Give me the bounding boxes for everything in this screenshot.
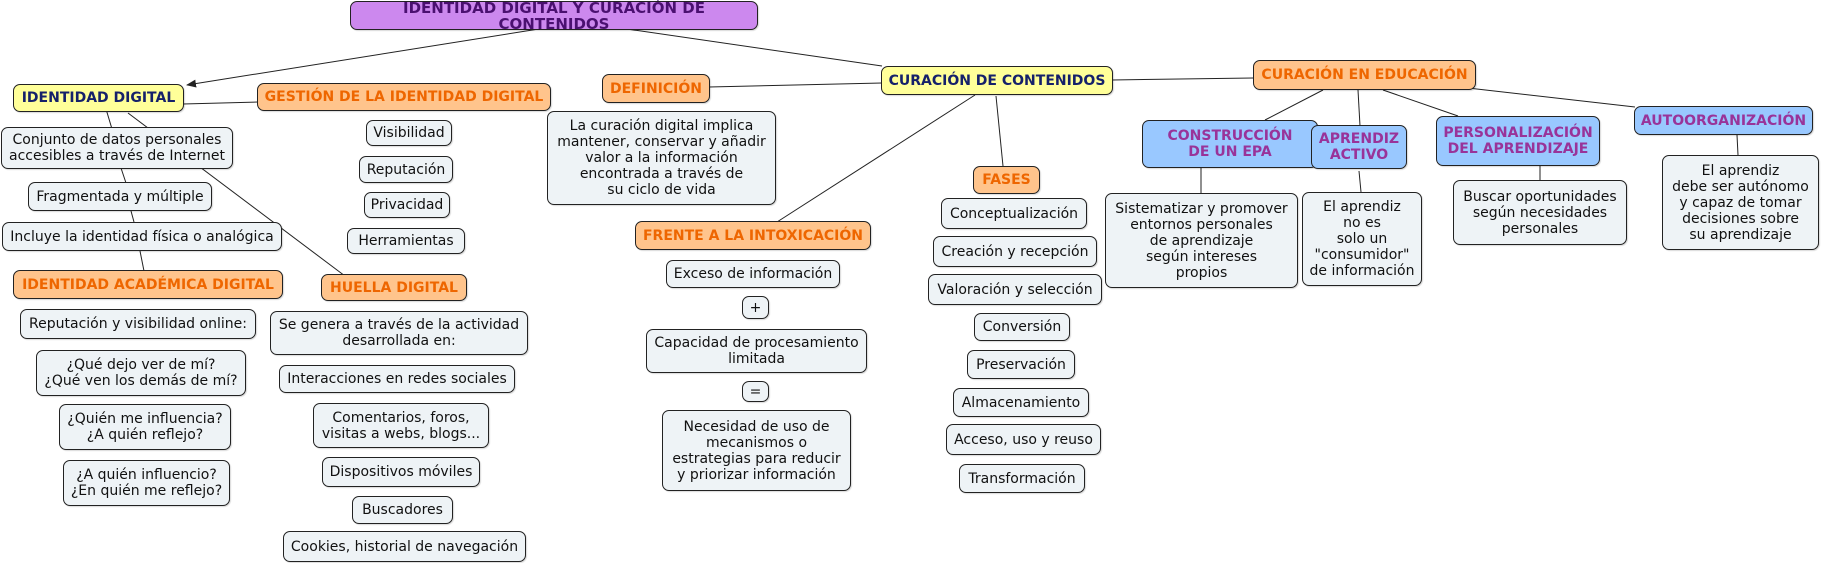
huella-item: Interacciones en redes sociales xyxy=(279,365,515,393)
construccion-epa-text: Sistematizar y promover entornos persona… xyxy=(1105,193,1298,288)
link-root-identidad xyxy=(186,27,546,88)
fase-item: Preservación xyxy=(967,350,1075,379)
curacion-contenidos-node: CURACIÓN DE CONTENIDOS xyxy=(881,66,1113,95)
aprendiz-activo-text: El aprendiz no es solo un "consumidor" d… xyxy=(1302,192,1422,286)
personalizacion-node: PERSONALIZACIÓN DEL APRENDIZAJE xyxy=(1436,116,1600,166)
root-concept-title: IDENTIDAD DIGITAL Y CURACIÓN DE CONTENID… xyxy=(350,0,758,32)
intoxicacion-item: Necesidad de uso de mecanismos o estrate… xyxy=(662,410,851,491)
link-educacion-activo xyxy=(1357,89,1361,127)
huella-digital-node: HUELLA DIGITAL xyxy=(321,274,467,301)
definicion-text: La curación digital implica mantener, co… xyxy=(547,111,776,205)
gestion-item: Reputación xyxy=(359,156,453,183)
link-curacion-definicion xyxy=(708,82,883,88)
identidad-digital-node: IDENTIDAD DIGITAL xyxy=(13,84,184,112)
autoorganizacion-text: El aprendiz debe ser autónomo y capaz de… xyxy=(1662,155,1819,250)
fase-item: Transformación xyxy=(959,464,1085,493)
link-educacion-personalizacion xyxy=(1382,89,1459,117)
gestion-identidad-node: GESTIÓN DE LA IDENTIDAD DIGITAL xyxy=(257,83,551,111)
fases-node: FASES xyxy=(973,166,1040,194)
intoxicacion-item: Capacidad de procesamiento limitada xyxy=(646,329,867,373)
link-curacion-educacion xyxy=(1111,77,1254,81)
construccion-epa-node: CONSTRUCCIÓN DE UN EPA xyxy=(1142,120,1318,168)
link-root-curacion xyxy=(619,27,883,67)
link-educacion-epa xyxy=(1264,89,1324,121)
fase-item: Almacenamiento xyxy=(953,388,1089,417)
link-incluye-academica xyxy=(139,250,145,272)
link-identidad-conjunto xyxy=(105,108,113,130)
academica-item: ¿Quién me influencia? ¿A quién reflejo? xyxy=(59,404,231,450)
huella-item: Se genera a través de la actividad desar… xyxy=(270,311,528,355)
identidad-academica-node: IDENTIDAD ACADÉMICA DIGITAL xyxy=(13,270,283,299)
fase-item: Acceso, uso y reuso xyxy=(946,424,1101,455)
link-autoorganizacion-text xyxy=(1736,134,1739,156)
aprendiz-activo-node: APRENDIZ ACTIVO xyxy=(1311,125,1407,169)
link-curacion-intoxicacion xyxy=(776,94,976,223)
huella-item: Buscadores xyxy=(352,496,453,524)
link-activo-text xyxy=(1358,170,1362,193)
huella-item: Dispositivos móviles xyxy=(322,457,480,487)
intoxicacion-item: Exceso de información xyxy=(666,260,840,288)
curacion-educacion-node: CURACIÓN EN EDUCACIÓN xyxy=(1253,60,1476,90)
identidad-definicion-text: Conjunto de datos personales accesibles … xyxy=(1,127,233,169)
fase-item: Conceptualización xyxy=(941,198,1087,229)
gestion-item: Visibilidad xyxy=(366,120,452,146)
academica-item: ¿A quién influencio? ¿En quién me reflej… xyxy=(63,460,230,506)
plus-operator: + xyxy=(742,296,769,319)
intoxicacion-node: FRENTE A LA INTOXICACIÓN xyxy=(635,221,871,250)
link-curacion-fases xyxy=(995,95,1004,167)
fase-item: Creación y recepción xyxy=(933,236,1097,267)
link-educacion-autoorganizacion xyxy=(1467,87,1636,108)
definicion-node: DEFINICIÓN xyxy=(602,74,710,103)
autoorganizacion-node: AUTOORGANIZACIÓN xyxy=(1634,106,1813,135)
huella-item: Comentarios, foros, visitas a webs, blog… xyxy=(313,403,489,448)
identidad-incluye-text: Incluye la identidad física o analógica xyxy=(2,222,282,251)
link-fragmentada-incluye xyxy=(130,210,135,223)
identidad-fragmentada-text: Fragmentada y múltiple xyxy=(28,182,212,211)
gestion-item: Herramientas xyxy=(347,228,465,254)
equals-operator: = xyxy=(742,381,769,402)
fase-item: Valoración y selección xyxy=(928,274,1102,305)
fase-item: Conversión xyxy=(974,313,1070,341)
academica-item: Reputación y visibilidad online: xyxy=(20,309,256,339)
academica-item: ¿Qué dejo ver de mí? ¿Qué ven los demás … xyxy=(36,350,246,396)
gestion-item: Privacidad xyxy=(364,192,450,218)
huella-item: Cookies, historial de navegación xyxy=(283,531,526,562)
link-identidad-gestion xyxy=(182,101,259,105)
personalizacion-text: Buscar oportunidades según necesidades p… xyxy=(1453,180,1627,245)
